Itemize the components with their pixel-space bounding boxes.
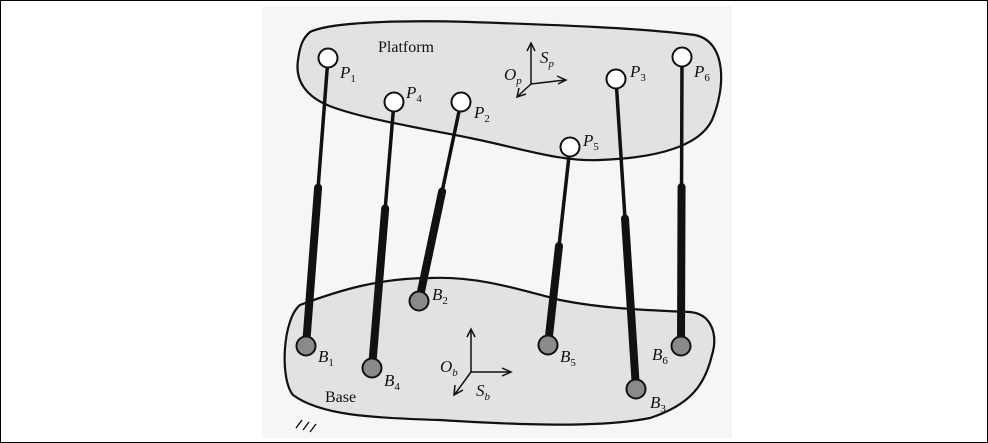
base-joint-label-b3: B3 [650,393,666,415]
legs [302,55,686,393]
leg-cylinder-b5 [544,242,563,349]
base-frame-axes [453,327,513,397]
leg-rod-p3-b3 [614,77,627,221]
leg-cylinder-b4 [368,204,390,372]
platform-joint-p2 [450,91,472,113]
platform-joint-p3 [605,68,627,90]
base-joint-b3 [625,378,647,400]
platform-origin-label: Op [504,65,522,87]
base-joint-b1 [295,335,317,357]
base-joint-label-b1: B1 [318,347,334,369]
platform-joint-label-p6: P6 [693,62,710,84]
leg-cylinder-b3 [621,214,640,393]
base-label: Base [325,389,356,406]
leg-rod-p1-b1 [316,56,330,190]
platform-joint-label-p5: P5 [582,131,599,153]
ground-hatch [295,419,317,433]
leg-rod-p2-b2 [440,100,463,194]
platform-label: Platform [378,39,435,56]
platform-frame-label: Sp [540,48,555,70]
leg-cylinder-b1 [302,183,323,350]
base-joint-label-b6: B6 [652,345,668,367]
base-joint-b5 [537,334,559,356]
platform-joint-p6 [671,46,693,68]
platform-joint-label-p3: P3 [629,62,646,84]
base-body [283,276,716,426]
base-joint-b2 [408,290,430,312]
base-joint-b4 [361,357,383,379]
leg-cylinder-b2 [415,187,447,305]
base-joint-b6 [670,335,692,357]
base-origin-label: Ob [440,357,458,379]
base-joint-label-b2: B2 [432,285,448,307]
platform-joint-label-p4: P4 [405,83,422,105]
platform-joint-label-p2: P2 [473,103,490,125]
base-joint-label-b5: B5 [560,347,576,369]
leg-cylinder-b6 [677,183,686,350]
platform-joint-p1 [317,47,339,69]
leg-rod-p5-b5 [557,145,572,248]
platform-joint-p4 [383,91,405,113]
leg-rod-p4-b4 [383,100,396,211]
joints [295,46,693,400]
platform-body [296,20,723,162]
base-joint-label-b4: B4 [384,371,400,393]
platform-frame-axes [515,41,568,99]
platform-joint-p5 [559,136,581,158]
platform-joint-label-p1: P1 [339,63,356,85]
base-frame-label: Sb [476,381,491,403]
